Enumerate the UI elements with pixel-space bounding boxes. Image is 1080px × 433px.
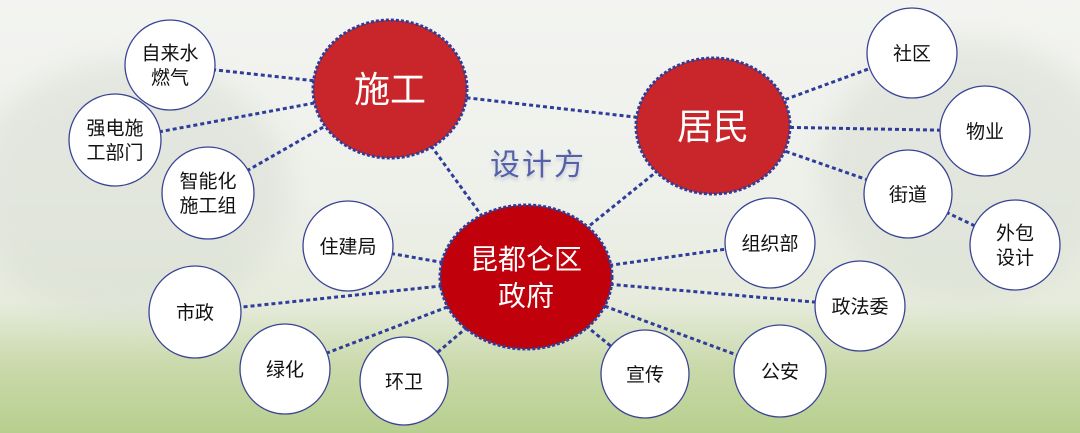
node-zhujianju: 住建局 [302,200,394,292]
node-wuye: 物业 [939,85,1031,177]
node-shigong: 施工 [311,18,469,160]
node-zhengfawei: 政法委 [814,260,906,352]
node-huanwei: 环卫 [359,336,449,426]
node-zuzhibu: 组织部 [724,197,816,289]
node-circle [302,200,394,292]
node-circle [866,7,958,99]
node-circle [438,203,614,351]
node-jumin: 居民 [634,56,792,196]
node-label: 昆都仑区 [470,243,582,276]
node-shizheng: 市政 [148,265,242,359]
connector-shigong-jumin [389,87,714,128]
node-gongan: 公安 [733,324,827,418]
connector-jumin-zhengfu [525,124,714,279]
node-label: 政法委 [831,296,888,318]
node-label: 设计 [996,247,1034,269]
node-label: 强电施 [86,117,143,139]
node-circle [863,149,953,239]
node-label: 自来水 [141,42,198,64]
node-circle [161,146,255,240]
diagram-title: 设计方 [490,148,586,183]
node-circle [733,324,827,418]
node-circle [969,199,1061,291]
node-label: 外包 [996,222,1034,244]
node-label: 市政 [176,302,214,324]
node-circle [634,56,792,196]
node-circle [68,93,162,187]
node-label: 政府 [498,279,554,312]
node-label: 公安 [761,361,799,383]
node-label: 工部门 [86,142,143,164]
node-circle [600,329,690,419]
node-lvhua: 绿化 [239,323,331,415]
node-label: 街道 [889,184,927,206]
node-circle [359,336,449,426]
node-circle [311,18,469,160]
node-label: 宣传 [626,364,664,386]
node-label: 绿化 [266,359,304,381]
node-shequ: 社区 [866,7,958,99]
node-xuanchuan: 宣传 [600,329,690,419]
node-circle [239,323,331,415]
node-label: 环卫 [385,371,423,393]
node-label: 燃气 [151,67,189,89]
node-circle [148,265,242,359]
node-label: 施工组 [179,195,236,217]
node-circle [939,85,1031,177]
node-label: 社区 [893,43,931,65]
node-label: 组织部 [741,233,798,255]
node-circle [724,197,816,289]
node-circle [124,19,216,111]
node-label: 施工 [354,70,426,111]
node-label: 智能化 [179,170,236,192]
node-label: 住建局 [319,236,376,258]
node-label: 物业 [966,121,1004,143]
node-jiedao: 街道 [863,149,953,239]
node-label: 居民 [677,107,749,148]
node-circle [814,260,906,352]
